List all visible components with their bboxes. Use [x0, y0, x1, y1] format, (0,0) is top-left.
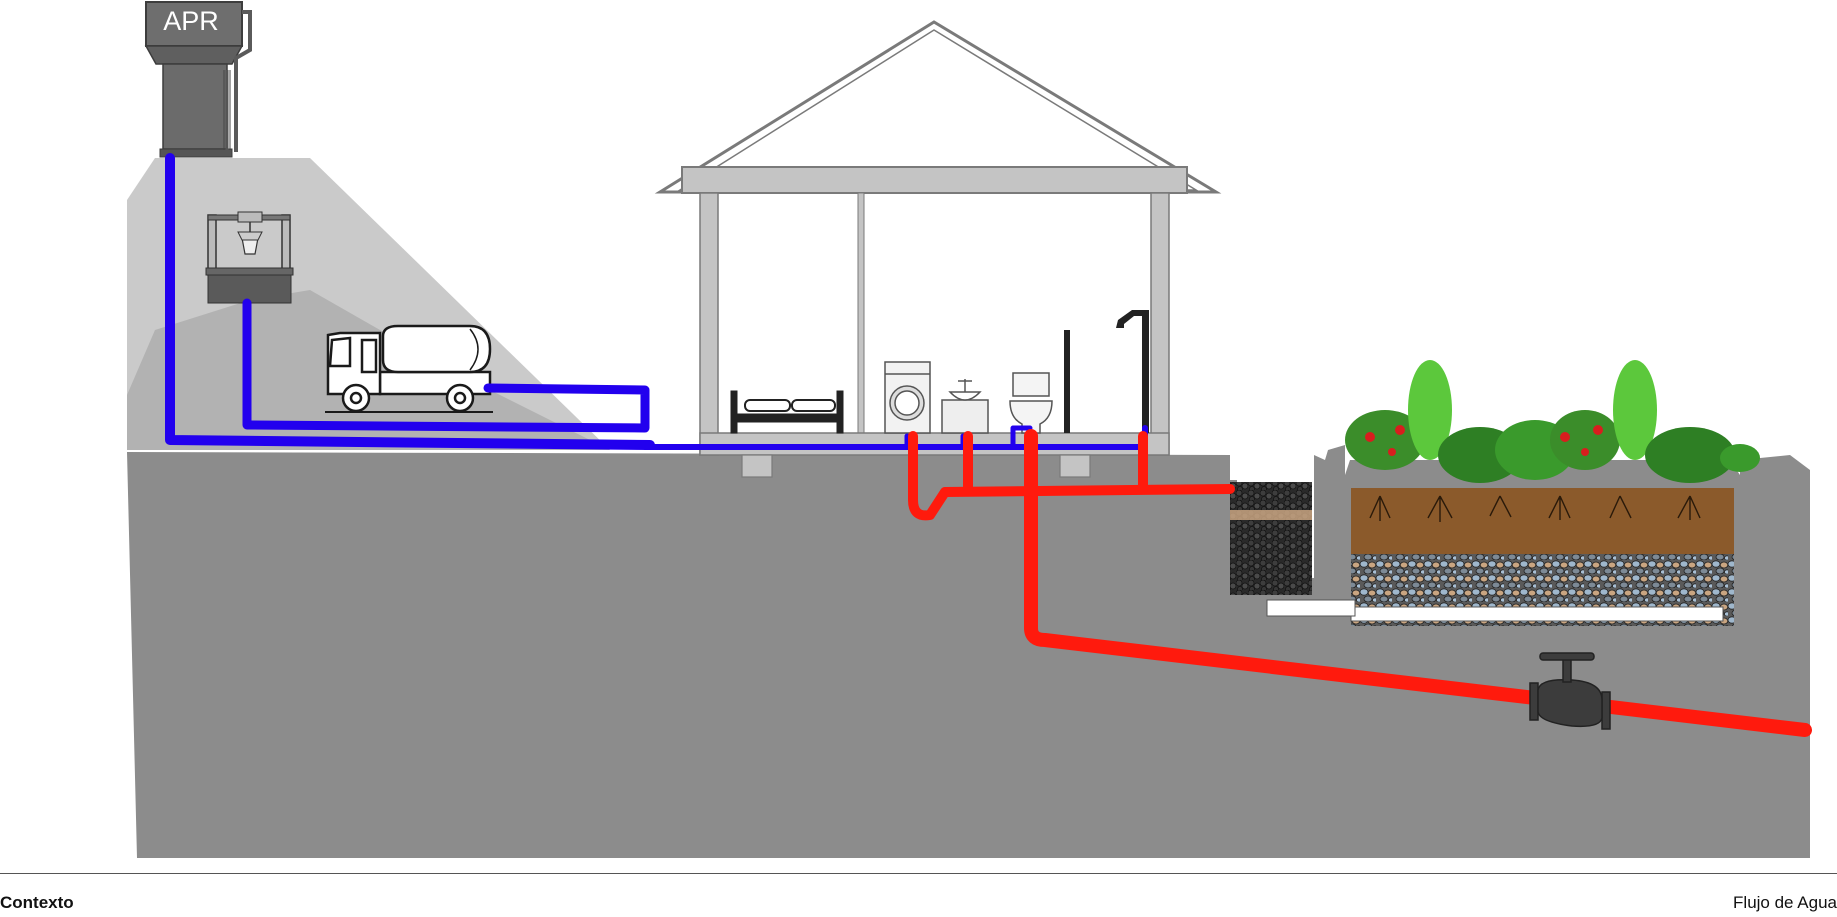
toilet-icon: [1010, 373, 1052, 433]
bed-icon: [731, 391, 843, 433]
water-flow-diagram: APR: [0, 0, 1837, 870]
house: [660, 22, 1216, 477]
washing-machine-icon: [885, 362, 930, 433]
footer-context-label: Contexto: [0, 893, 74, 913]
shower-icon: [1064, 310, 1149, 433]
footer-divider: [0, 873, 1837, 874]
footer-water-flow-label: Flujo de Agua: [1733, 893, 1837, 913]
plant-icon: [1345, 360, 1760, 483]
gravel-filter: [1230, 482, 1312, 595]
tower-label: APR: [163, 6, 219, 36]
sink-icon: [942, 379, 988, 433]
